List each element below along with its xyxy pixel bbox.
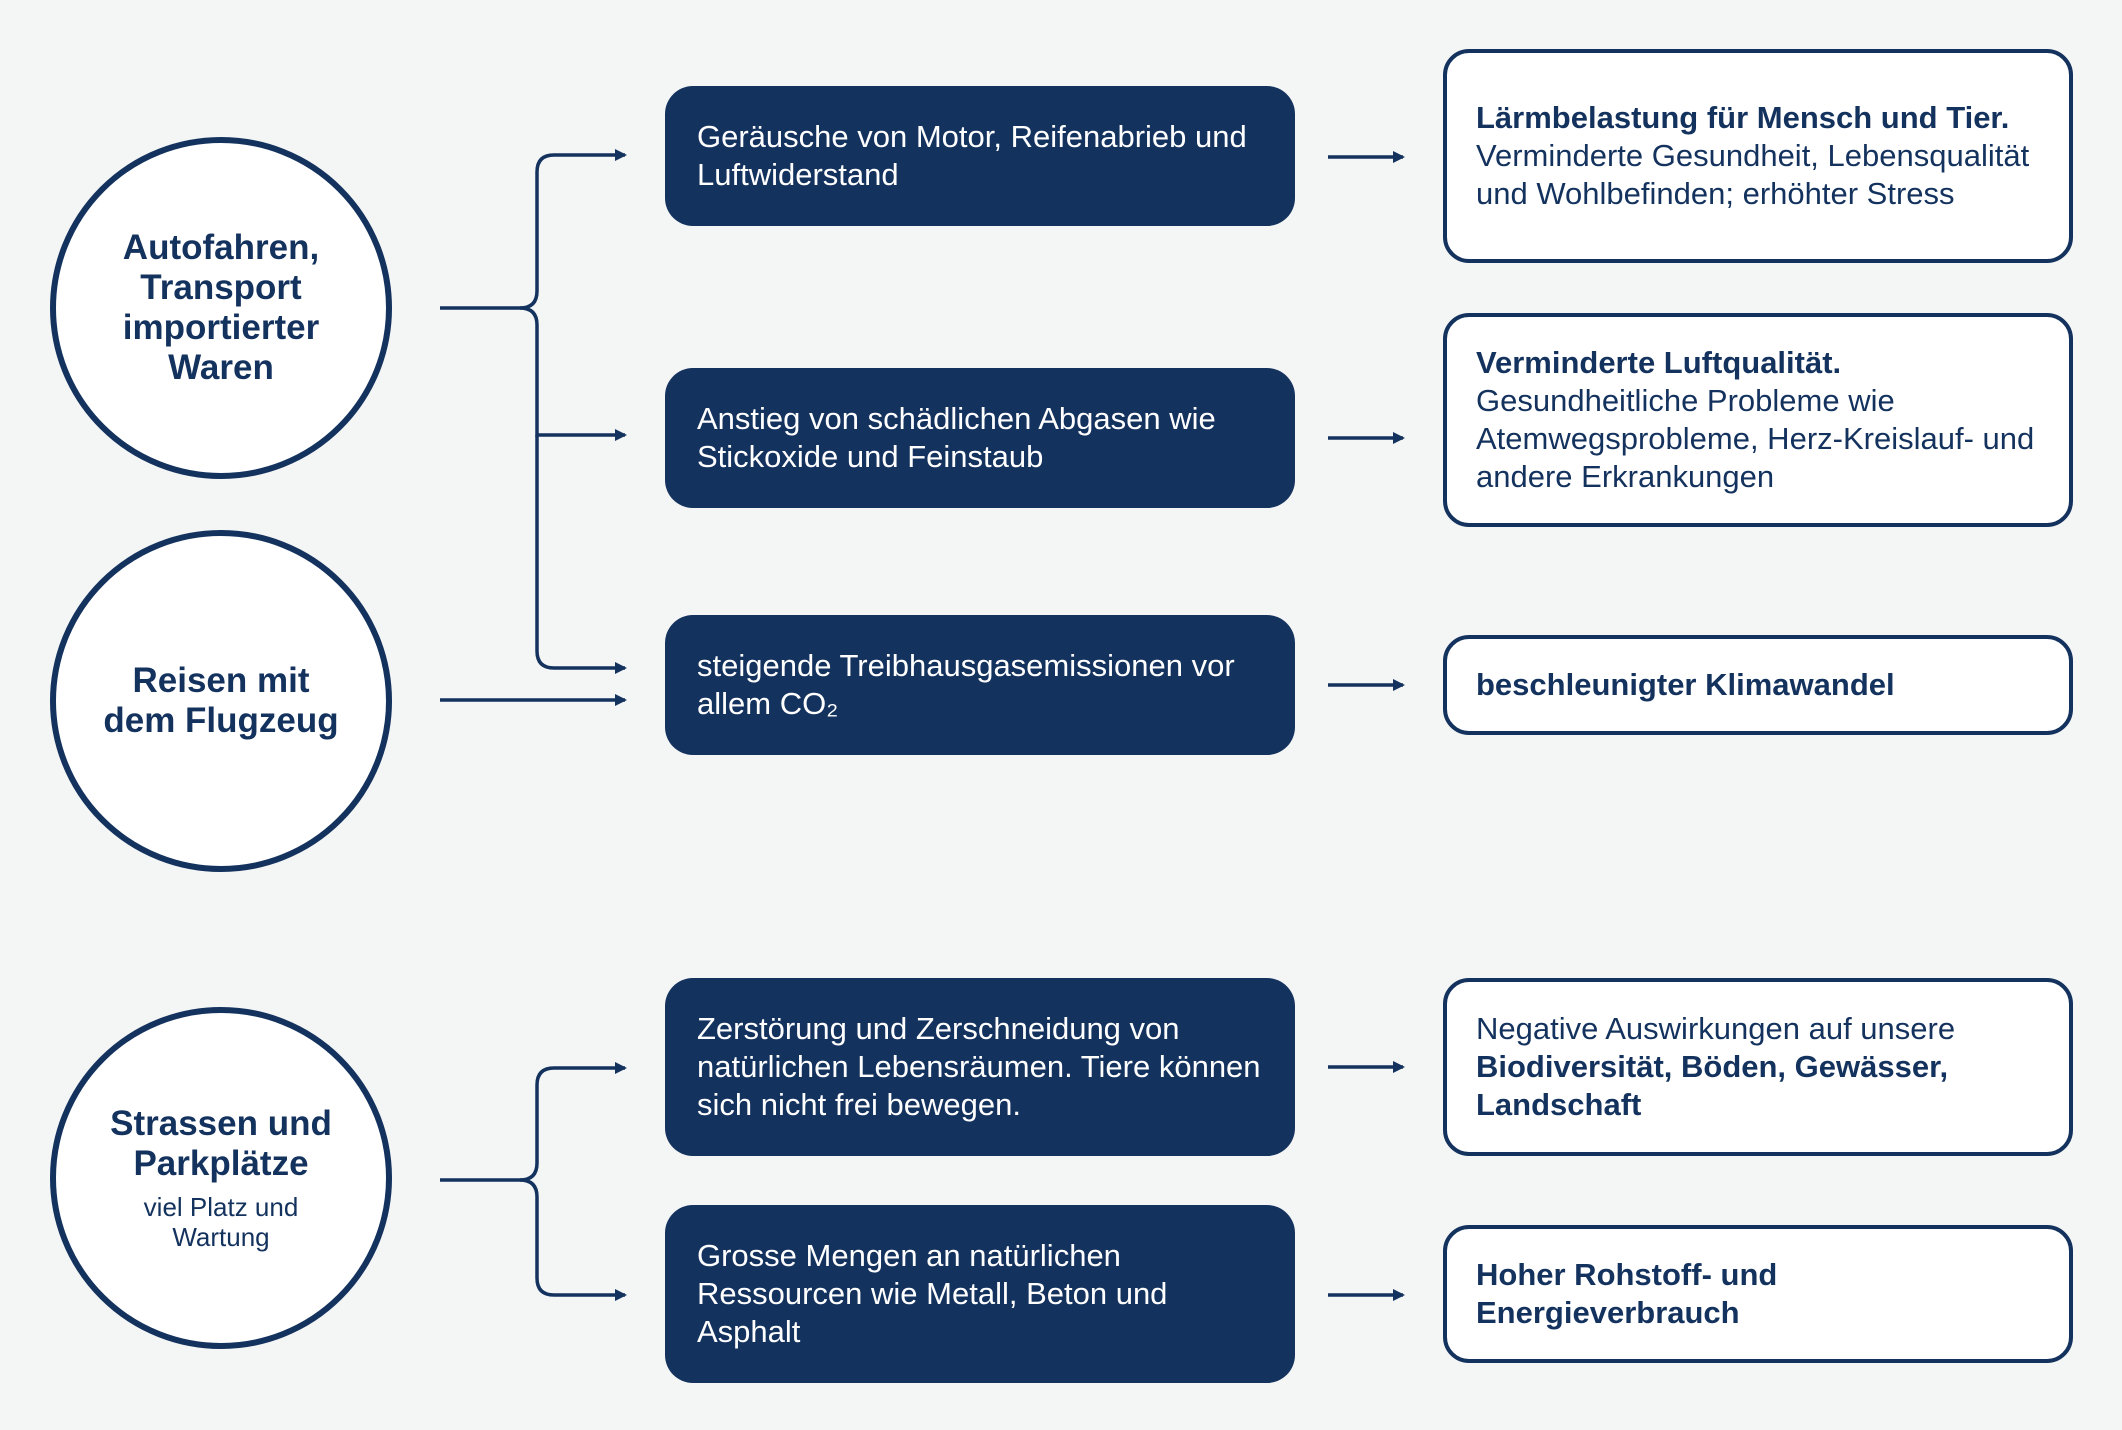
impact-detail: Gesundheitliche Probleme wie Atemwegspro… xyxy=(1476,383,2035,494)
bracket-source-1-low xyxy=(535,435,627,674)
source-air-travel: Reisen mit dem Flugzeug xyxy=(50,530,392,872)
bracket-source-3 xyxy=(440,1062,627,1182)
source-driving-transport: Autofahren, Transport importierter Waren xyxy=(50,137,392,479)
impact-biodiversity: Negative Auswirkungen auf unsere Biodive… xyxy=(1443,978,2073,1156)
mechanism-noise: Geräusche von Motor, Reifenabrieb und Lu… xyxy=(665,86,1295,226)
impact-lead: Biodiversität, Böden, Gewässer, Landscha… xyxy=(1476,1049,1949,1122)
bracket-source-1-mid xyxy=(519,306,627,441)
mechanism-text: Zerstörung und Zerschneidung von natürli… xyxy=(697,1011,1261,1122)
mechanism-resources: Grosse Mengen an natürlichen Ressourcen … xyxy=(665,1205,1295,1383)
impact-noise-pollution: Lärmbelastung für Mensch und Tier. Vermi… xyxy=(1443,49,2073,263)
bracket-source-3-low xyxy=(519,1178,627,1301)
impact-lead: Lärmbelastung für Mensch und Tier. xyxy=(1476,100,2010,135)
impact-air-quality: Verminderte Luftqualität. Gesundheitlich… xyxy=(1443,313,2073,527)
impact-lead: Verminderte Luftqualität. xyxy=(1476,345,1842,380)
mechanism-text: Geräusche von Motor, Reifenabrieb und Lu… xyxy=(697,119,1247,192)
mechanism-text: steigende Treibhausgasemissionen vor all… xyxy=(697,648,1235,721)
source-title: Autofahren, Transport importierter Waren xyxy=(122,228,320,387)
source-title: Strassen und Parkplätze xyxy=(110,1104,332,1183)
source-title: Reisen mit dem Flugzeug xyxy=(103,661,339,740)
mechanism-exhaust: Anstieg von schädlichen Abgasen wie Stic… xyxy=(665,368,1295,508)
impact-lead: Hoher Rohstoff- und Energieverbrauch xyxy=(1476,1257,1778,1330)
impact-lead: beschleunigter Klimawandel xyxy=(1476,667,1895,702)
impact-resource-consumption: Hoher Rohstoff- und Energieverbrauch xyxy=(1443,1225,2073,1363)
impact-climate-change: beschleunigter Klimawandel xyxy=(1443,635,2073,735)
mechanism-greenhouse-gases: steigende Treibhausgasemissionen vor all… xyxy=(665,615,1295,755)
mechanism-text: Anstieg von schädlichen Abgasen wie Stic… xyxy=(697,401,1216,474)
impact-detail: Verminderte Gesundheit, Lebensqualität u… xyxy=(1476,138,2030,211)
impact-intro: Negative Auswirkungen auf unsere xyxy=(1476,1011,1956,1046)
mechanism-text: Grosse Mengen an natürlichen Ressourcen … xyxy=(697,1238,1168,1349)
bracket-source-1 xyxy=(440,149,627,310)
mechanism-habitat-destruction: Zerstörung und Zerschneidung von natürli… xyxy=(665,978,1295,1156)
source-subtitle: viel Platz und Wartung xyxy=(143,1192,299,1252)
source-roads-parking: Strassen und Parkplätze viel Platz und W… xyxy=(50,1007,392,1349)
